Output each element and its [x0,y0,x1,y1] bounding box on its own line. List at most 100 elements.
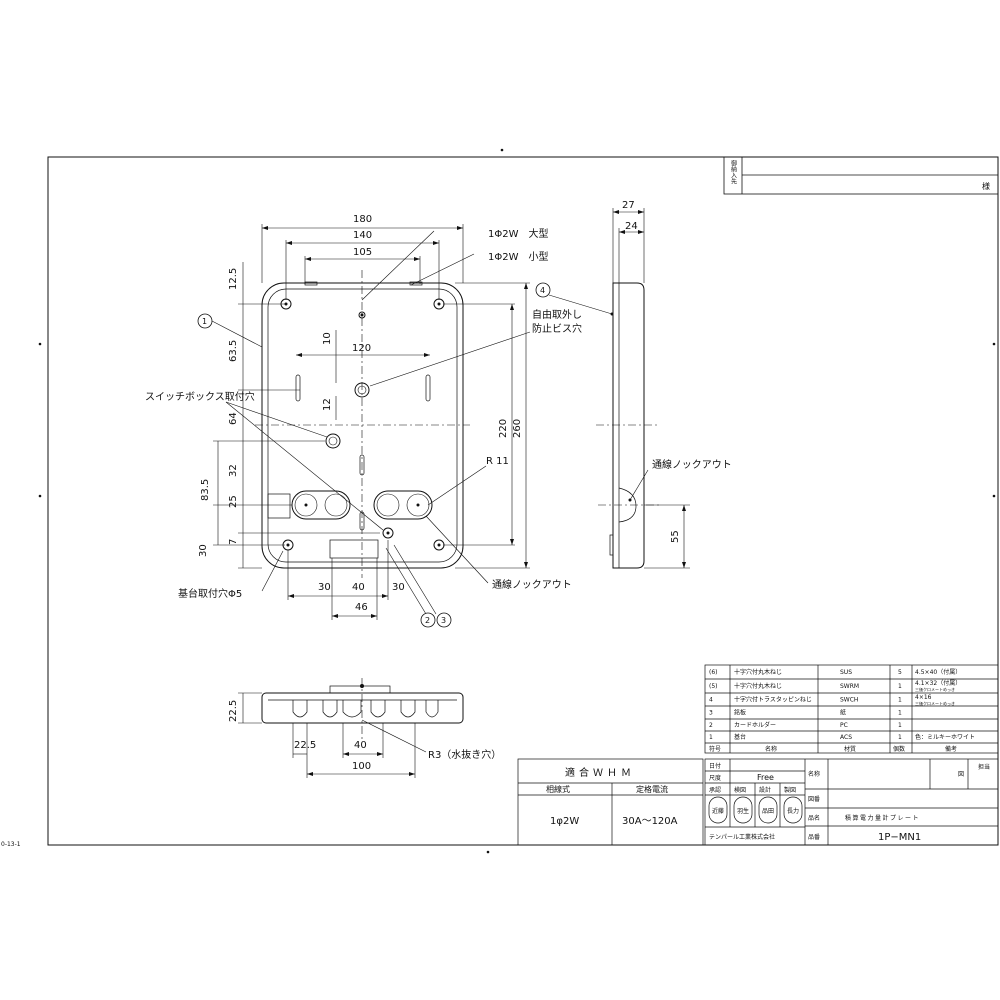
dim-24: 24 [625,221,638,232]
front-view: 180 140 105 120 12.5 63.5 10 12 64 32 83… [145,214,582,628]
tb-product-no-label: 品番 [808,834,820,841]
dim-30-bottom-a: 30 [318,582,331,593]
parts-row-name: 基台 [734,733,746,741]
tb-date-label: 日付 [709,762,721,770]
parts-row-note: 4.5×40（付属） [915,668,961,676]
tb-drawing-no-label: 図番 [808,796,820,803]
tb-approve-label: 承認 [709,786,721,794]
address-box [723,156,999,195]
address-honorific: 様 [982,181,990,191]
parts-row-no: 4 [709,697,713,704]
dim-22-5-horizontal: 22.5 [294,740,316,751]
dim-25: 25 [228,495,239,508]
parts-row-qty: 1 [898,710,902,717]
label-small: 1Φ2W 小型 [488,250,548,263]
callout-4 [535,282,551,298]
parts-row-material: ACS [840,734,852,741]
switch-box-hole-upper [325,433,341,449]
tb-product-name-value: 積算電力量計プレート [845,814,920,822]
parts-row-material: SWRM [840,683,859,690]
parts-row-qty: 5 [898,669,902,676]
dim-10: 10 [322,332,333,345]
side-code: 0-13-1 [1,841,21,848]
parts-row-note: 4×16 [915,694,932,701]
stamp-1: 近藤 [712,807,724,815]
tb-design-label: 設計 [759,786,771,794]
side-view: 27 24 55 4 通線ノックアウト [535,200,732,569]
parts-row-name: カードホルダー [734,721,776,729]
tb-draft-label: 製図 [784,786,796,794]
dim-30-bottom-b: 30 [392,582,405,593]
tb-check-label: 検図 [734,786,746,794]
dim-100: 100 [352,761,371,772]
dim-12-5: 12.5 [228,268,239,290]
label-free-screw-2: 防止ビス穴 [532,322,582,335]
parts-row-material: 紙 [840,709,846,717]
stamp-3: 品田 [762,808,774,815]
bottom-view: 22.5 22.5 40 100 R3（水抜き穴） [228,678,501,778]
address-label: 御納入先 [730,159,737,185]
dim-22-5-vertical: 22.5 [228,700,239,722]
tb-name-label: 名称 [808,770,820,778]
callout-4-text: 4 [540,286,545,295]
dim-40-bottom: 40 [352,582,365,593]
parts-row-no: 2 [709,722,713,729]
parts-list [704,664,999,754]
dim-64: 64 [228,412,239,425]
parts-row-name: 十字穴付丸木ねじ [734,668,782,676]
card-holder [329,539,379,559]
parts-row-note2: 三価クロメートめっき [915,686,955,692]
callout-1 [197,313,213,329]
registration-marks [38,148,996,854]
dim-140: 140 [353,230,372,241]
dim-27: 27 [622,200,635,211]
callout-3 [436,612,452,628]
parts-row-material: SUS [840,669,852,676]
tb-product-no-value: 1P−MN1 [878,832,921,843]
tb-scale-label: 尺度 [709,774,721,782]
tb-person-label: 担当 [978,763,990,771]
parts-row-note: 4.1×32（付属） [915,679,961,687]
parts-row-qty: 1 [898,697,902,704]
dim-105: 105 [353,247,372,258]
parts-row-no: 1 [709,734,713,741]
parts-header-no: 符号 [709,745,721,753]
parts-header-note: 備考 [945,745,957,753]
parts-row-qty: 1 [898,683,902,690]
dim-r11: R 11 [486,456,509,467]
dim-7: 7 [228,539,239,545]
parts-row-name: 銘板 [734,709,746,717]
dim-120: 120 [352,343,371,354]
dim-40-bottom-view: 40 [354,740,367,751]
tb-scale-value: Free [757,773,774,782]
title-block [704,758,999,846]
label-free-screw-1: 自由取外し [532,308,582,321]
stamp-2: 羽生 [737,807,749,815]
tb-company: テンパール工業株式会社 [709,833,775,841]
parts-row-qty: 1 [898,722,902,729]
parts-row-name: 十字穴付トラスタッピンねじ [734,696,812,704]
dim-220: 220 [498,419,509,438]
label-knockout-front: 通線ノックアウト [492,578,572,591]
callout-2-text: 2 [425,616,430,625]
dim-30-left: 30 [198,544,209,557]
label-base-hole: 基台取付穴Φ5 [178,587,242,600]
parts-row-material: SWCH [840,697,858,704]
dim-180: 180 [353,214,372,225]
dim-55: 55 [670,530,681,543]
base-plate-outer [261,282,464,569]
switch-box-hole-lower [382,527,394,539]
dim-63-5: 63.5 [228,340,239,362]
whm-col1-header: 相線式 [546,784,570,794]
parts-row-no: 3 [709,710,713,717]
callout-1-text: 1 [202,317,207,326]
label-large: 1Φ2W 大型 [488,227,548,240]
dim-12: 12 [322,398,333,411]
tb-fig-label: 図 [958,771,964,778]
parts-header-name: 名称 [765,745,777,753]
whm-table [517,758,704,846]
callout-3-text: 3 [441,616,446,625]
parts-row-no: (6) [709,669,718,676]
